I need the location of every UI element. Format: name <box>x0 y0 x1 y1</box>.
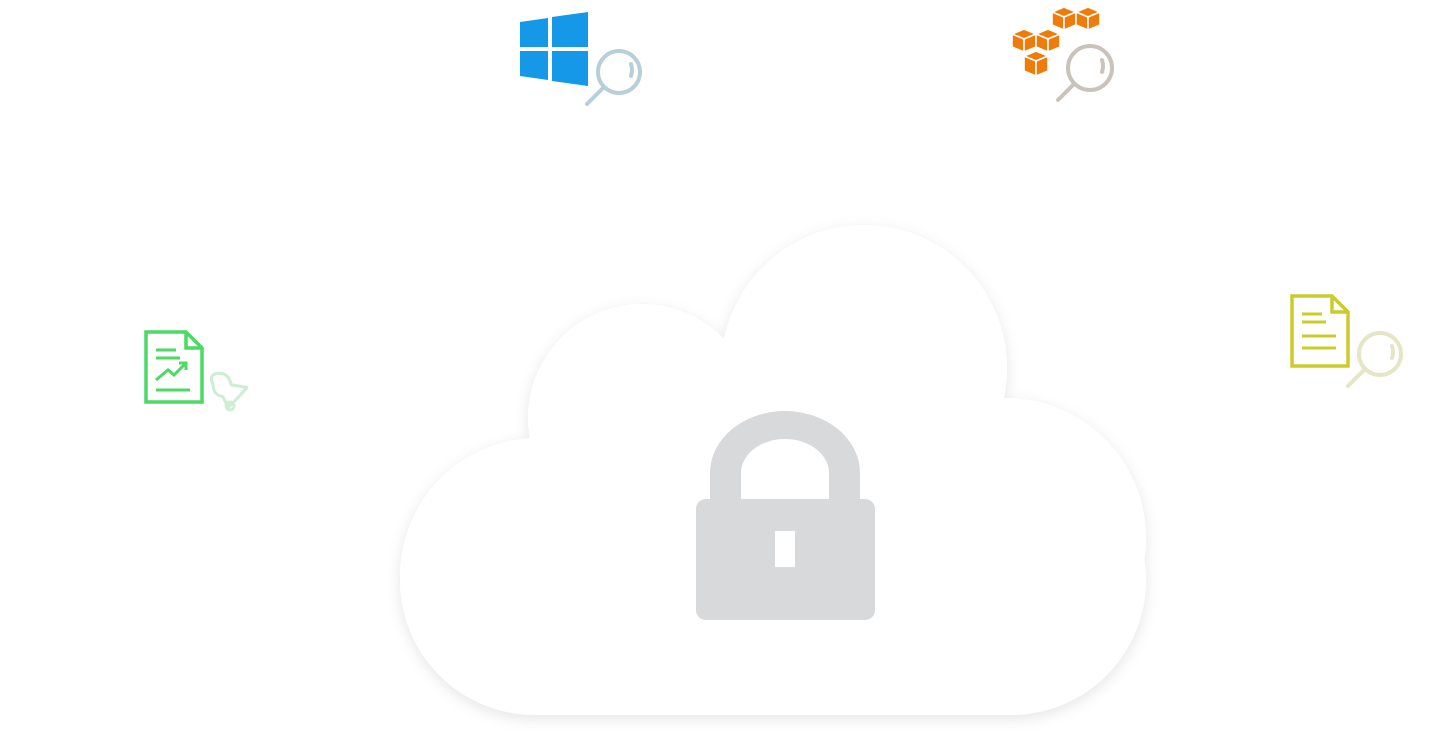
text-document-icon <box>1290 294 1403 388</box>
padlock-icon <box>696 411 875 620</box>
bell-icon <box>209 371 249 412</box>
magnifier-icon <box>1056 44 1114 102</box>
magnifier-icon <box>1346 331 1403 388</box>
aws-cubes-icon <box>1011 6 1114 102</box>
windows-logo-icon <box>520 12 642 106</box>
report-chart-document-icon <box>144 330 249 412</box>
magnifier-icon <box>585 49 642 106</box>
